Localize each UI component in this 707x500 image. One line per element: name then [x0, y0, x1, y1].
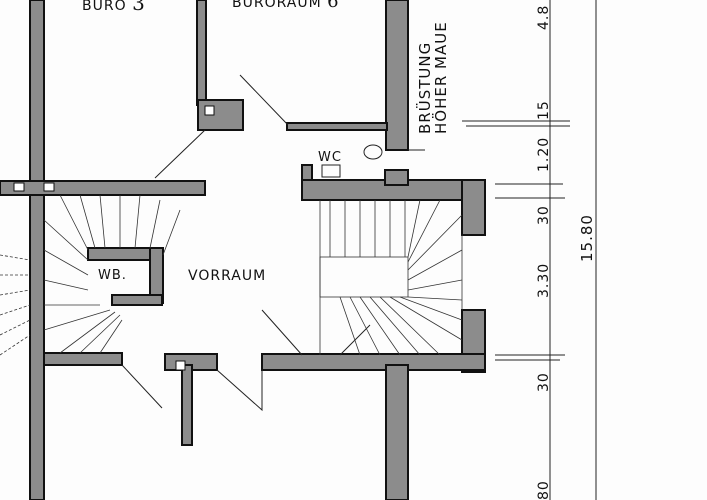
wall-left	[29, 0, 45, 500]
dimension-15: 15	[536, 100, 552, 120]
wall-stub	[181, 364, 193, 446]
dimension-30a: 30	[536, 205, 552, 225]
room-label-buero: BÜRO 3	[82, 0, 146, 15]
room-label-bueroraum: BÜRORAUM 6	[232, 0, 340, 12]
dimension-top: 4.8	[536, 4, 552, 30]
room-label-wb: WB.	[98, 268, 127, 283]
right-staircase	[319, 199, 463, 356]
column	[13, 182, 25, 192]
wall-stair-bottom	[261, 353, 486, 371]
wall-lower-left	[43, 352, 123, 366]
column	[204, 105, 215, 116]
dimension-120: 1.20	[536, 136, 552, 172]
wall-wb-bottom	[111, 294, 163, 306]
dimension-330: 3.30	[536, 262, 552, 298]
room-label-vorraum: VORRAUM	[188, 268, 267, 284]
wall-stair-right-upper	[461, 179, 486, 236]
column	[43, 182, 55, 192]
left-staircase	[0, 194, 181, 356]
dimension-total: 15.80	[578, 214, 596, 262]
room-label-wc: WC	[318, 150, 342, 165]
annotation-hoeher-mauer: HÖHER MAUE	[432, 21, 450, 134]
column	[175, 360, 186, 371]
dimension-lines	[408, 0, 597, 500]
walls	[0, 0, 486, 500]
dimension-30b: 30	[536, 372, 552, 392]
wall-office-right	[385, 0, 409, 151]
toilet-icon	[363, 144, 383, 160]
basin-icon	[321, 164, 341, 178]
dimension-bottom: 80	[536, 480, 552, 500]
wall-wc-top	[286, 122, 388, 131]
wall-hall-top	[0, 180, 206, 196]
wall-office-divider	[196, 0, 207, 106]
wall-lower-right	[385, 364, 409, 500]
wall-stair-corner	[384, 169, 409, 186]
